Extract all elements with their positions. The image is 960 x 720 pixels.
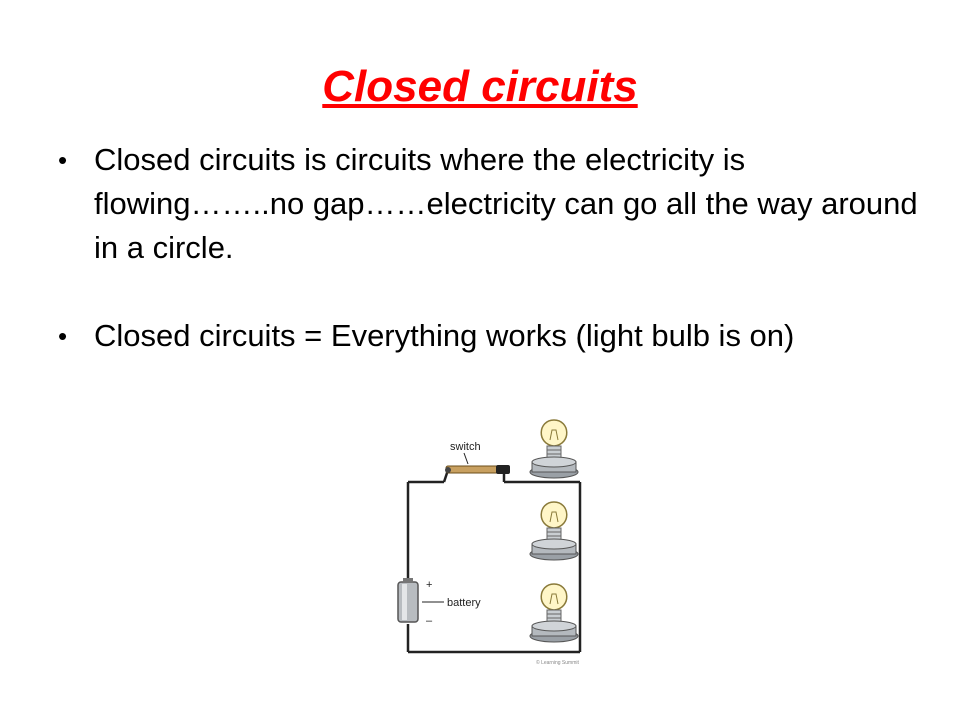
bullet-dot-icon: •: [58, 321, 68, 351]
diagram-credit: © Learning Summit: [536, 659, 579, 666]
switch-pointer: [463, 452, 469, 465]
bullet-text: Closed circuits = Everything works (ligh…: [94, 318, 795, 353]
light-bulb-icon: [529, 583, 579, 643]
light-bulb-icon: [529, 419, 579, 479]
battery-label: battery: [447, 597, 481, 609]
battery-icon: [397, 578, 419, 623]
minus-sign: –: [426, 615, 433, 627]
bullet-dot-icon: •: [58, 145, 68, 175]
bullet-text: Closed circuits is circuits where the el…: [94, 142, 918, 265]
bullet-item: • Closed circuits is circuits where the …: [58, 138, 928, 270]
plus-sign: +: [426, 579, 432, 591]
switch-icon: [445, 465, 510, 474]
slide-title: Closed circuits: [322, 62, 638, 111]
bullet-item: • Closed circuits = Everything works (li…: [58, 314, 928, 358]
circuit-diagram: switch + – battery: [397, 419, 582, 666]
light-bulb-icon: [529, 501, 579, 561]
bullet-list: • Closed circuits is circuits where the …: [58, 138, 928, 358]
switch-label: switch: [450, 441, 481, 453]
